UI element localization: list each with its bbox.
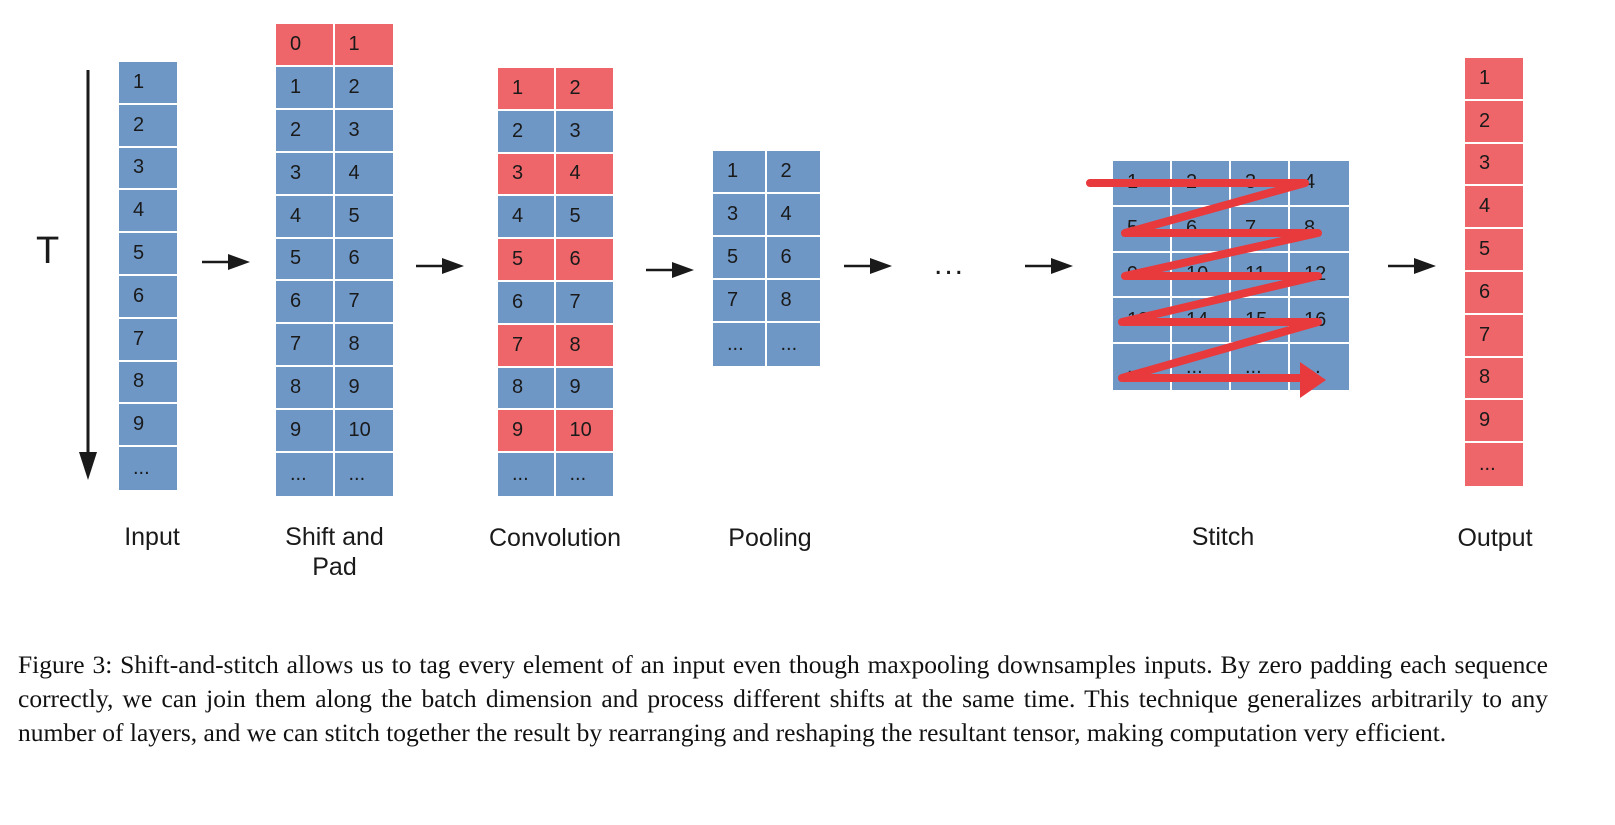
shift-and-pad-label-line1: Shift and [285,523,384,551]
pooling-cell: 2 [766,151,820,194]
shift-pad-cell: 6 [334,238,393,282]
shift-pad-cell: 5 [334,195,393,239]
convolution-cell: 3 [498,153,556,197]
time-axis-arrow [79,70,97,480]
shift-pad-cell: 8 [334,324,393,368]
convolution-cell: 7 [498,324,556,368]
convolution-cell: 2 [555,68,613,111]
convolution-cell: ... [555,453,613,496]
flow-arrows [202,254,1436,278]
output-cell: 2 [1465,100,1523,144]
output-cell: 8 [1465,357,1523,401]
arrow-pool-to-ellipsis [844,258,892,274]
shift-pad-cell: 7 [334,281,393,325]
input-cell: 4 [119,190,177,234]
shift-pad-cell: 9 [276,410,335,454]
pooling-cell: 7 [713,280,767,323]
pooling-cell: 1 [713,151,767,194]
output-label: Output [1457,524,1533,552]
shift-and-pad-label: Shift and Pad [262,522,407,582]
stitch-label: Stitch [1191,523,1255,551]
pooling-cell: 6 [766,237,820,280]
shift-pad-cell: 3 [334,109,393,153]
output-cell: 5 [1465,229,1523,272]
convolution-cell: 10 [555,410,613,454]
pooling-cell: 8 [766,280,820,323]
input-cell: 7 [119,318,177,362]
pooling-cell: ... [713,323,767,366]
convolution-cell: 3 [555,110,613,154]
convolution-cell: 1 [498,68,556,111]
convolution-cell: 7 [555,281,613,325]
shift-and-pad-label-line2: Pad [312,553,357,581]
stitch-cell: ... [1231,344,1290,390]
pooling-cell: 5 [713,237,767,280]
intermediate-layers-ellipsis: ... [934,248,966,281]
shift-pad-cell: 7 [276,324,335,368]
shift-pad-cell: 5 [276,238,335,282]
shift-pad-cell: 10 [334,410,393,454]
input-cell: 2 [119,104,177,148]
convolution-cell: 4 [555,153,613,197]
shift-pad-cell: 9 [334,367,393,411]
arrow-conv-to-pool [646,262,694,278]
convolution-cell: 9 [498,410,556,454]
output-cell: 4 [1465,186,1523,230]
output-cell: 1 [1465,58,1523,101]
shift-pad-cell: 4 [276,195,335,239]
input-cell: 6 [119,275,177,319]
arrow-ellipsis-to-stitch [1025,258,1073,274]
arrow-input-to-shift [202,254,250,270]
input-cell: ... [119,447,177,490]
convolution-cell: 6 [555,239,613,282]
shift-pad-cell: 2 [334,66,393,110]
shift-pad-cell: 3 [276,152,335,196]
pooling-cell: 3 [713,194,767,237]
input-cell: 5 [119,233,177,276]
input-cell: 3 [119,147,177,191]
convolution-cell: 5 [498,239,556,282]
shift-pad-cell: 2 [276,109,335,153]
convolution-cell: 6 [498,281,556,325]
convolution-cell: 8 [498,367,556,411]
output-cell: ... [1465,443,1523,486]
shift-pad-cell: 8 [276,367,335,411]
shift-pad-cell: 6 [276,281,335,325]
arrow-stitch-to-output [1388,258,1436,274]
figure-caption: Figure 3: Shift-and-stitch allows us to … [18,650,1548,747]
convolution-cell: 5 [555,196,613,240]
stitch-zigzag-path [1086,179,1326,398]
shift-pad-cell: 4 [334,152,393,196]
convolution-cell: ... [498,453,556,496]
input-cell: 1 [119,62,177,105]
arrow-shift-to-conv [416,258,464,274]
input-cell: 9 [119,404,177,448]
convolution-cell: 4 [498,196,556,240]
pooling-cell: 4 [766,194,820,237]
shift-pad-cell: ... [276,453,335,496]
output-cell: 7 [1465,314,1523,358]
convolution-label: Convolution [488,524,622,552]
shift-pad-cell: 1 [276,66,335,110]
shift-pad-cell: 0 [276,24,335,67]
time-axis-label: T [36,230,60,272]
input-cell: 8 [119,361,177,405]
output-cell: 6 [1465,271,1523,315]
input-label: Input [124,523,180,551]
convolution-cell: 9 [555,367,613,411]
pooling-label: Pooling [728,524,812,552]
output-cell: 9 [1465,400,1523,444]
convolution-cell: 8 [555,324,613,368]
convolution-cell: 2 [498,110,556,154]
shift-pad-cell: ... [334,453,393,496]
pooling-cell: ... [766,323,820,366]
shift-pad-cell: 1 [334,24,393,67]
output-cell: 3 [1465,143,1523,187]
